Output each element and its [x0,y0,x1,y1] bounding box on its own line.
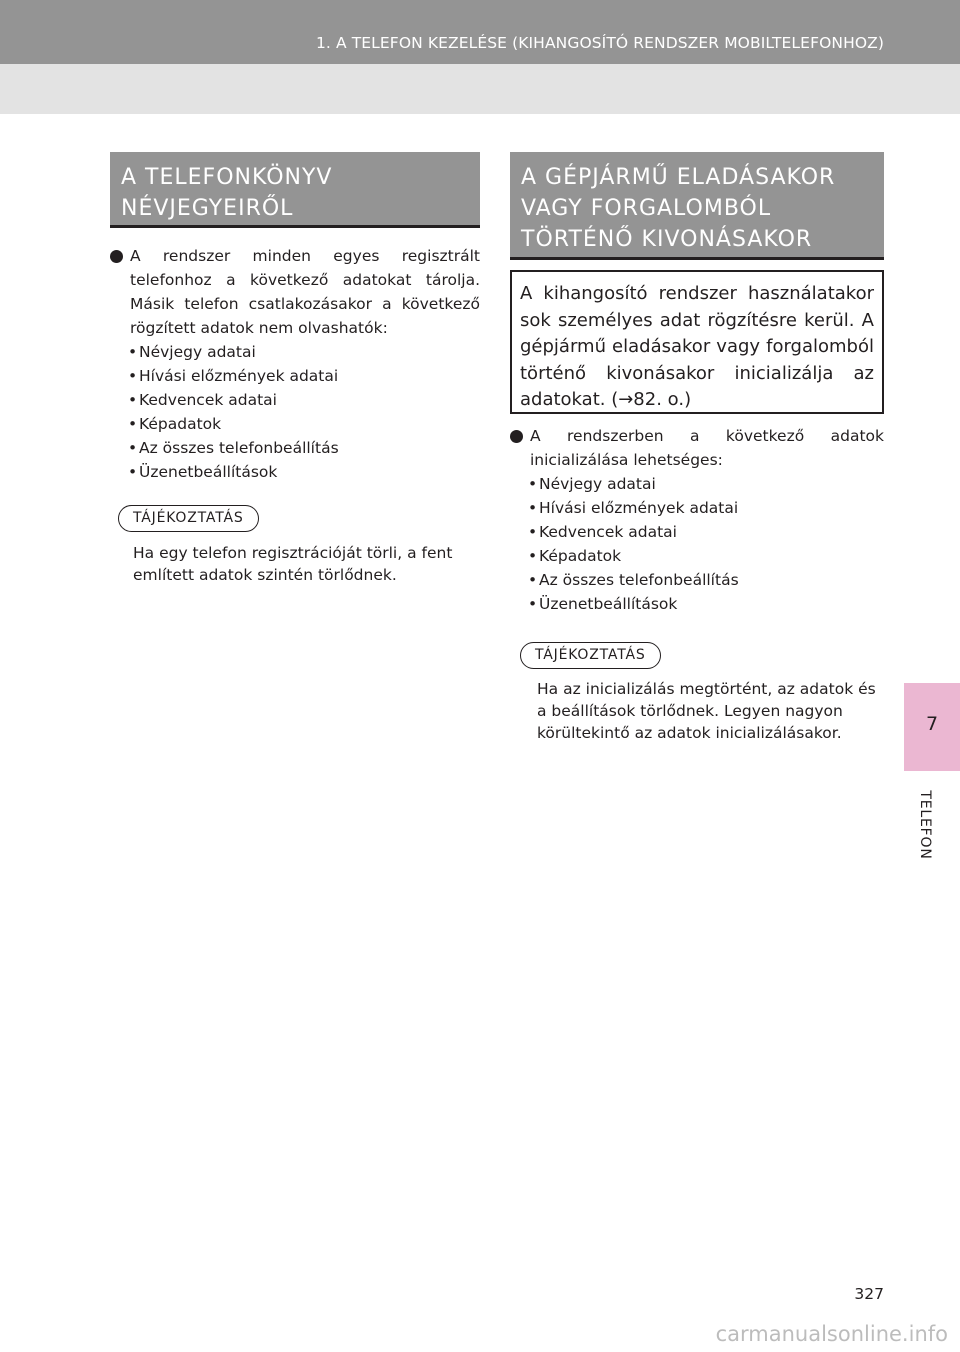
bullet-text: A rendszerben a következő adatok inicial… [530,427,884,469]
page-number: 327 [854,1285,884,1303]
info-text: Ha az inicializálás megtörtént, az adato… [537,680,876,742]
list-item: Névjegy adatai [528,472,884,496]
bullet-dot-icon [510,430,523,443]
list-item: Az összes telefonbeállítás [128,436,480,460]
list-item: Üzenetbeállítások [528,592,884,616]
vehicle-sale-section-heading: A GÉPJÁRMŰ ELADÁSAKOR VAGY FORGALOMBÓL T… [510,152,884,260]
bullet-text: A rendszer minden egyes regisztrált tele… [130,247,480,337]
heading-line: A GÉPJÁRMŰ ELADÁSAKOR [521,165,836,190]
list-item: Képadatok [128,412,480,436]
list-item: Hívási előzmények adatai [128,364,480,388]
list-item: Hívási előzmények adatai [528,496,884,520]
initialization-bullet: A rendszerben a következő adatok inicial… [510,424,884,616]
info-label: TÁJÉKOZTATÁS [520,642,661,669]
chapter-side-label: TELEFON [910,775,940,875]
list-item: Kedvencek adatai [528,520,884,544]
bullet-dot-icon [110,250,123,263]
chapter-tab-number: 7 [925,713,939,735]
stored-data-list: Névjegy adatai Hívási előzmények adatai … [110,340,480,484]
info-text: Ha egy telefon regisztrációját törli, a … [133,544,453,584]
heading-line: TÖRTÉNŐ KIVONÁSAKOR [521,227,813,252]
notice-box: A kihangosító rendszer használatakor sok… [510,270,884,414]
list-item: Névjegy adatai [128,340,480,364]
heading-line: NÉVJEGYEIRŐL [121,196,294,221]
phonebook-bullet: A rendszer minden egyes regisztrált tele… [110,244,480,484]
info-label: TÁJÉKOZTATÁS [118,505,259,532]
watermark: carmanualsonline.info [715,1322,948,1346]
phonebook-section-heading: A TELEFONKÖNYV NÉVJEGYEIRŐL [110,152,480,228]
chapter-side-label-text: TELEFON [917,790,933,860]
heading-line: VAGY FORGALOMBÓL [521,196,772,221]
list-item: Az összes telefonbeállítás [528,568,884,592]
chapter-tab[interactable]: 7 [904,683,960,771]
bullet-item: A rendszer minden egyes regisztrált tele… [110,244,480,340]
initializable-data-list: Névjegy adatai Hívási előzmények adatai … [510,472,884,616]
list-item: Képadatok [528,544,884,568]
list-item: Kedvencek adatai [128,388,480,412]
list-item: Üzenetbeállítások [128,460,480,484]
heading-line: A TELEFONKÖNYV [121,165,333,190]
bullet-item: A rendszerben a következő adatok inicial… [510,424,884,472]
chapter-title: 1. A TELEFON KEZELÉSE (KIHANGOSÍTÓ RENDS… [315,34,884,52]
header-bar: 1. A TELEFON KEZELÉSE (KIHANGOSÍTÓ RENDS… [0,0,960,64]
